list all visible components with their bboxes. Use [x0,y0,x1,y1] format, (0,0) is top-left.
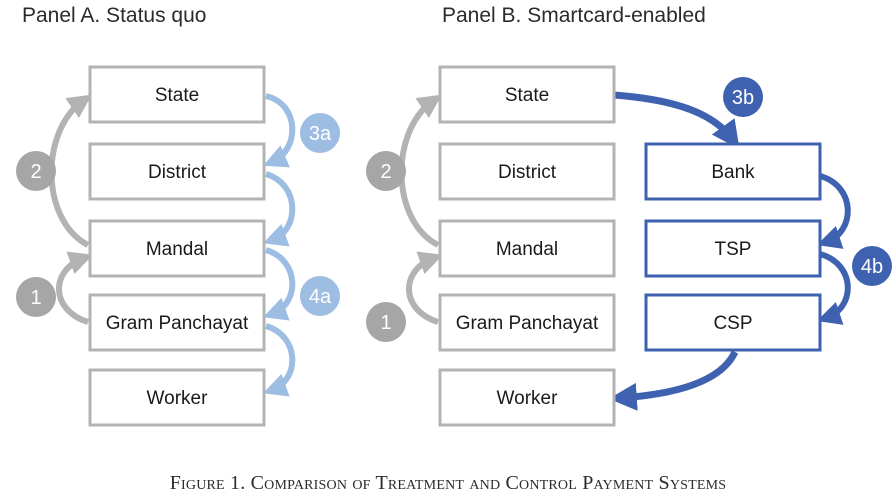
panel-b-badge-3b-label: 3b [732,87,754,109]
panel-b-badge-1 [366,302,406,342]
panel-b-badge-3b [723,77,763,117]
panel-a-arrow-gp-to-mandal [56,251,94,325]
panel-a-box-district [88,142,266,201]
panel-b-arrow-state-to-bank [613,91,740,150]
panel-b-box-csp [644,293,822,352]
panel-a-badge-1 [16,277,56,317]
panel-b-arrow-tsp-to-csp [816,251,851,325]
panel-b-badge-4b-label: 4b [861,256,883,278]
panel-b-box-tsp-label: TSP [715,239,752,260]
panel-a-badge-1-label: 1 [30,287,41,309]
panel-b-box-worker [438,368,616,427]
panel-b-box-district [438,142,616,201]
panel-b-box-district-label: District [498,162,557,183]
panel-b-box-state [438,65,616,124]
panel-b-title: Panel B. Smartcard-enabled [442,4,706,27]
panel-b-box-state-label: State [505,85,549,106]
panel-b-badge-1-label: 1 [380,312,391,334]
payment-systems-diagram: State District Mandal Gram Panchayat Wor… [16,65,892,427]
panel-b-arrow-bank-to-tsp [816,173,851,249]
panel-a-box-mandal-label: Mandal [146,239,208,260]
panel-a-badge-3a-label: 3a [309,123,332,145]
panel-a-box-worker-label: Worker [147,388,209,409]
panel-a-box-worker [88,368,266,427]
panel-b-box-bank [644,142,822,201]
panel-b-box-worker-label: Worker [497,388,559,409]
panel-b-box-csp-label: CSP [713,313,752,334]
panel-a-box-state-label: State [155,85,199,106]
panel-b-badge-4b [852,246,892,286]
panel-a-arrow-state-to-district [263,93,296,168]
panel-b-box-tsp [644,219,822,278]
panel-b-box-gram-panchayat [438,293,616,352]
panel-a-box-gram-panchayat-label: Gram Panchayat [106,313,249,334]
panel-a: State District Mandal Gram Panchayat Wor… [16,65,340,427]
panel-b-arrow-mandal-to-state [398,94,442,248]
panel-b-box-mandal-label: Mandal [496,239,558,260]
panel-a-badge-4a [300,276,340,316]
panel-a-badge-2 [16,151,56,191]
panel-b-badge-2 [366,151,406,191]
panel-a-badge-2-label: 2 [30,161,41,183]
panel-a-box-mandal [88,219,266,278]
panel-a-badge-3a [300,113,340,153]
panel-a-box-gram-panchayat [88,293,266,352]
panel-b-box-mandal [438,219,616,278]
panel-a-arrow-district-to-mandal [262,171,296,247]
panel-a-arrow-mandal-to-state [48,94,92,248]
panel-a-arrow-gp-to-worker [262,323,296,397]
panel-b-box-gram-panchayat-label: Gram Panchayat [456,313,599,334]
panel-b-badge-2-label: 2 [380,161,391,183]
panel-a-badge-4a-label: 4a [309,286,332,308]
panel-a-arrow-mandal-to-gp [262,247,296,321]
figure-caption: Figure 1. Comparison of Treatment and Co… [169,472,727,494]
panel-b: State District Mandal Gram Panchayat Wor… [366,65,892,427]
panel-a-box-district-label: District [148,162,207,183]
panel-b-arrow-csp-to-worker [608,350,739,411]
panel-a-box-state [88,65,266,124]
panel-b-arrow-gp-to-mandal [406,251,444,325]
panel-a-title: Panel A. Status quo [22,4,207,27]
panel-b-box-bank-label: Bank [711,162,755,183]
